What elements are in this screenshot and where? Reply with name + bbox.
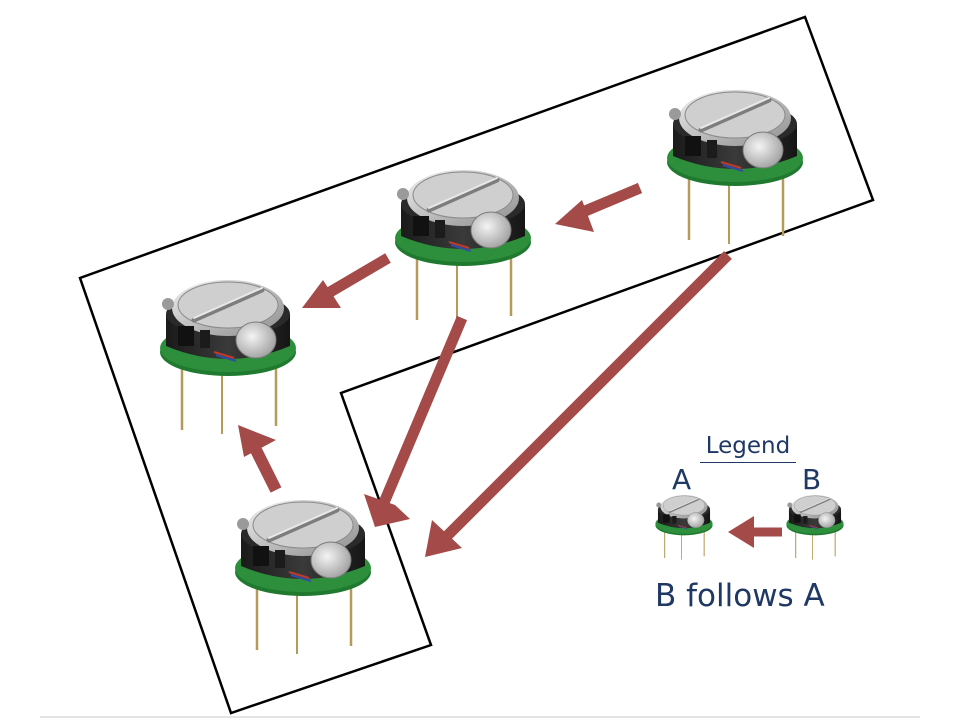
arrow-icon: [302, 253, 391, 308]
robot-icon: [235, 500, 371, 654]
legend-label-b: B: [802, 463, 822, 496]
robot-icon: [667, 90, 803, 244]
legend-title: Legend: [700, 432, 796, 463]
arrow-icon: [364, 315, 468, 527]
arrow-icon: [425, 251, 732, 557]
legend-label-a: A: [672, 463, 692, 496]
arrow-icon: [555, 182, 643, 232]
arrow-icon: [238, 425, 282, 493]
robot-icon: [160, 280, 296, 434]
robot-icon: [785, 493, 845, 561]
divider: [40, 716, 920, 718]
arrow-icon: [728, 516, 782, 548]
l-shaped-outline: [78, 15, 875, 715]
robot-icon: [395, 170, 531, 324]
legend-caption: B follows A: [655, 578, 825, 614]
robot-icon: [654, 493, 714, 561]
